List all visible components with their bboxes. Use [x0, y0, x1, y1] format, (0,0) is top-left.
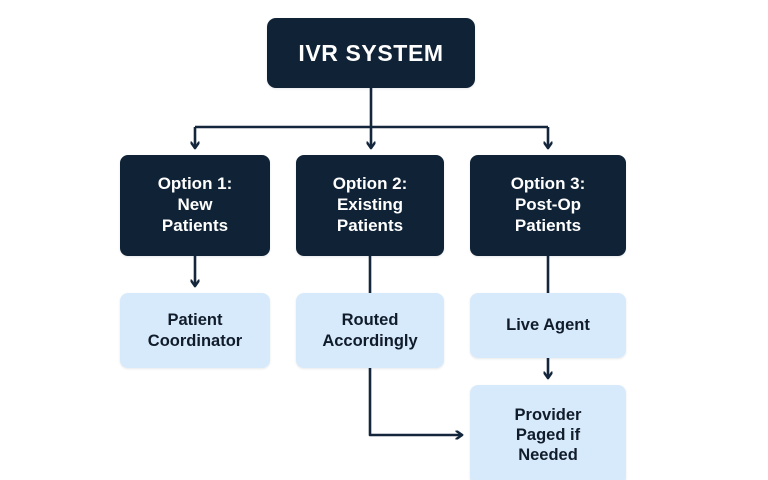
node-patient-coordinator-line-2: Coordinator	[147, 331, 243, 350]
node-routed-accordingly[interactable]: Routed Accordingly	[296, 293, 444, 368]
node-live-agent-label: Live Agent	[506, 316, 590, 335]
node-patient-coordinator-label: Patient Coordinator	[120, 310, 270, 350]
node-ivr-system-label: IVR SYSTEM	[298, 39, 444, 66]
node-option-3-line-3: Patients	[514, 215, 582, 235]
node-routed-accordingly-line-1: Routed	[341, 311, 399, 330]
node-patient-coordinator[interactable]: Patient Coordinator	[120, 293, 270, 368]
node-option-2-line-3: Patients	[336, 215, 404, 235]
node-option-2-line-2: Existing	[336, 195, 404, 215]
node-option-1-label: Option 1: New Patients	[120, 174, 270, 236]
node-option-3-line-1: Option 3:	[510, 174, 586, 194]
node-option-3-line-2: Post-Op	[514, 195, 582, 215]
node-provider-paged-line-1: Provider	[514, 405, 582, 424]
node-option-2[interactable]: Option 2: Existing Patients	[296, 155, 444, 256]
node-ivr-system[interactable]: IVR SYSTEM	[267, 18, 475, 88]
node-option-3-label: Option 3: Post-Op Patients	[470, 174, 626, 236]
node-option-2-line-1: Option 2:	[332, 174, 408, 194]
node-option-1-line-2: New	[177, 195, 213, 215]
node-live-agent[interactable]: Live Agent	[470, 293, 626, 358]
node-provider-paged-line-3: Needed	[518, 446, 578, 465]
connector-routed-accordingly-to-provider-paged	[368, 368, 462, 435]
node-option-1[interactable]: Option 1: New Patients	[120, 155, 270, 256]
node-option-3[interactable]: Option 3: Post-Op Patients	[470, 155, 626, 256]
node-routed-accordingly-line-2: Accordingly	[322, 331, 418, 350]
node-option-1-line-3: Patients	[161, 215, 229, 235]
node-provider-paged-line-2: Paged if	[515, 425, 581, 444]
node-provider-paged[interactable]: Provider Paged if Needed	[470, 385, 626, 480]
node-option-1-line-1: Option 1:	[157, 174, 233, 194]
node-patient-coordinator-line-1: Patient	[167, 311, 223, 330]
node-routed-accordingly-label: Routed Accordingly	[296, 310, 444, 350]
node-provider-paged-label: Provider Paged if Needed	[470, 405, 626, 465]
node-option-2-label: Option 2: Existing Patients	[296, 174, 444, 236]
